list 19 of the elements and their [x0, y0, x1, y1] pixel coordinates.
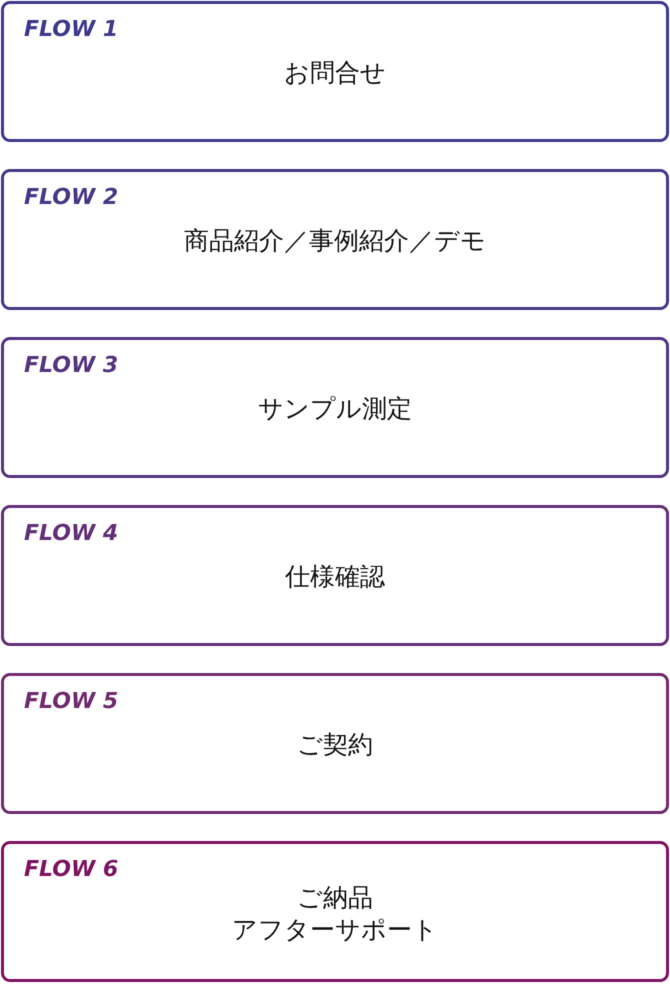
step-number: FLOW 1 [24, 17, 118, 42]
step-box [1, 169, 669, 310]
step-number: FLOW 5 [24, 689, 118, 714]
step-title: 商品紹介／事例紹介／デモ [184, 225, 486, 257]
step-number: FLOW 4 [24, 521, 118, 546]
step-number: FLOW 3 [24, 353, 118, 378]
step-title: 仕様確認 [285, 561, 385, 593]
step-title: アフターサポート [232, 914, 438, 946]
step-title: ご納品 [297, 882, 373, 914]
step-box [1, 505, 669, 646]
step-box [1, 337, 669, 478]
step-title: サンプル測定 [258, 393, 412, 425]
step-box [1, 841, 669, 982]
step-box [1, 673, 669, 814]
step-title: ご契約 [297, 729, 373, 761]
step-box [1, 1, 669, 142]
step-title: お問合せ [284, 57, 386, 89]
step-number: FLOW 6 [24, 857, 118, 882]
step-number: FLOW 2 [24, 185, 118, 210]
